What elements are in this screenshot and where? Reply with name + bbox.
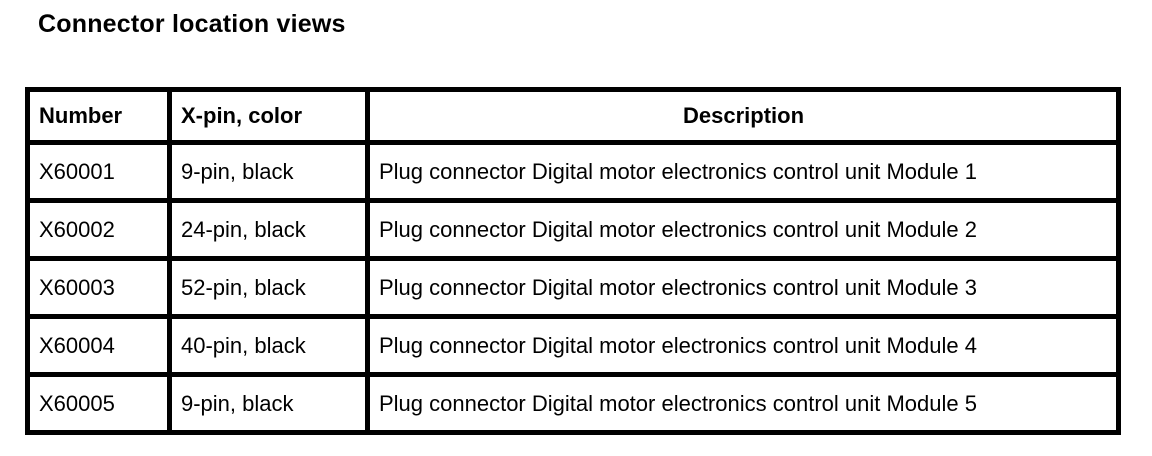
cell-description: Plug connector Digital motor electronics…: [365, 372, 1121, 435]
cell-pin-color: 40-pin, black: [167, 314, 370, 377]
cell-number: X60001: [25, 140, 172, 203]
cell-description: Plug connector Digital motor electronics…: [365, 198, 1121, 261]
cell-number: X60005: [25, 372, 172, 435]
connector-location-table: Number X-pin, color Description X60001 9…: [25, 87, 1121, 435]
cell-description: Plug connector Digital motor electronics…: [365, 256, 1121, 319]
table-row: X60003 52-pin, black Plug connector Digi…: [25, 256, 1121, 319]
cell-number: X60004: [25, 314, 172, 377]
table-row: X60004 40-pin, black Plug connector Digi…: [25, 314, 1121, 377]
cell-description: Plug connector Digital motor electronics…: [365, 314, 1121, 377]
table-row: X60005 9-pin, black Plug connector Digit…: [25, 372, 1121, 435]
cell-pin-color: 24-pin, black: [167, 198, 370, 261]
table-header-row: Number X-pin, color Description: [25, 87, 1121, 145]
cell-pin-color: 9-pin, black: [167, 372, 370, 435]
column-header-number: Number: [25, 87, 172, 145]
cell-description: Plug connector Digital motor electronics…: [365, 140, 1121, 203]
cell-number: X60003: [25, 256, 172, 319]
table-row: X60001 9-pin, black Plug connector Digit…: [25, 140, 1121, 203]
cell-number: X60002: [25, 198, 172, 261]
cell-pin-color: 52-pin, black: [167, 256, 370, 319]
table-row: X60002 24-pin, black Plug connector Digi…: [25, 198, 1121, 261]
page-title: Connector location views: [38, 10, 346, 38]
cell-pin-color: 9-pin, black: [167, 140, 370, 203]
column-header-description: Description: [365, 87, 1121, 145]
column-header-pin-color: X-pin, color: [167, 87, 370, 145]
